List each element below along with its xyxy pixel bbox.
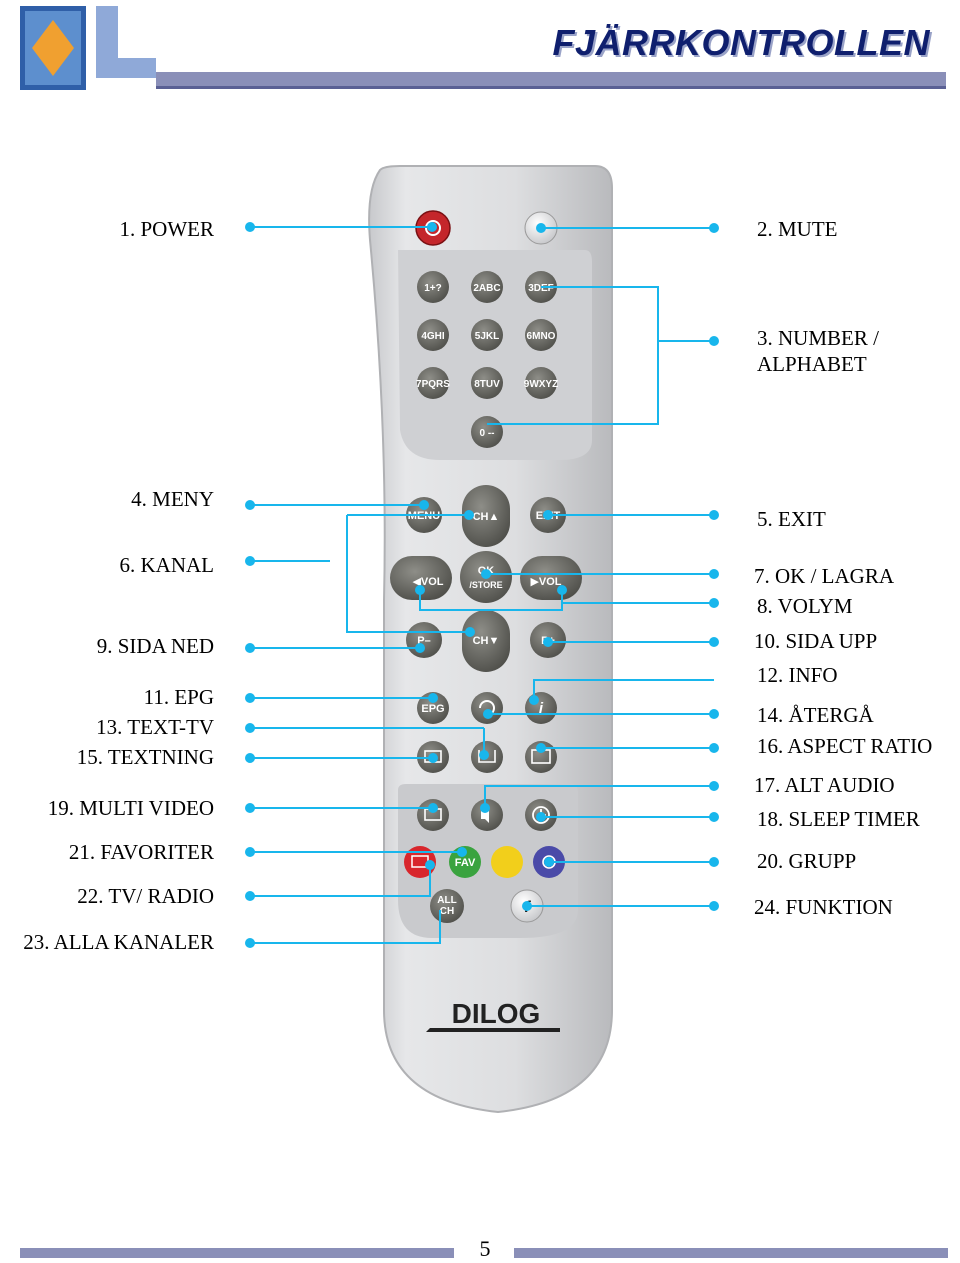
channel-up-button[interactable]: CH▲ — [462, 485, 510, 547]
label-alphabet: ALPHABET — [757, 352, 867, 376]
channel-down-button[interactable]: CH▼ — [462, 610, 510, 672]
svg-text:▶VOL: ▶VOL — [530, 576, 561, 588]
svg-text:EPG: EPG — [421, 703, 444, 715]
svg-text:4GHI: 4GHI — [421, 331, 445, 342]
svg-text:CH▲: CH▲ — [473, 511, 500, 523]
label-atergo: 14. ÅTERGÅ — [757, 703, 874, 727]
title-underline-shadow — [156, 86, 946, 89]
return-button[interactable] — [471, 692, 503, 724]
epg-button[interactable]: EPG — [417, 692, 449, 724]
num-0-button[interactable]: 0 -- — [471, 416, 503, 448]
yellow-button[interactable] — [491, 846, 523, 878]
num-6-button[interactable]: 6MNO — [525, 319, 557, 351]
label-sleep-timer: 18. SLEEP TIMER — [757, 807, 920, 831]
svg-text:CH: CH — [440, 906, 454, 917]
label-funktion: 24. FUNKTION — [754, 895, 893, 919]
svg-text:3DEF: 3DEF — [528, 283, 554, 294]
svg-text:2ABC: 2ABC — [473, 283, 500, 294]
label-power: 1. POWER — [119, 217, 215, 241]
label-meny: 4. MENY — [131, 487, 214, 511]
svg-text:i: i — [539, 700, 544, 717]
label-sida-upp: 10. SIDA UPP — [754, 629, 878, 653]
page-title: FJÄRRKONTROLLEN — [552, 22, 930, 63]
svg-text:7PQRS: 7PQRS — [416, 379, 450, 390]
num-2-button[interactable]: 2ABC — [471, 271, 503, 303]
label-ok-lagra: 7. OK / LAGRA — [754, 564, 894, 588]
label-kanal: 6. KANAL — [119, 553, 215, 577]
footer-bar-left — [20, 1248, 454, 1258]
label-epg: 11. EPG — [143, 685, 214, 709]
label-alt-audio: 17. ALT AUDIO — [754, 773, 895, 797]
num-4-button[interactable]: 4GHI — [417, 319, 449, 351]
label-aspect-ratio: 16. ASPECT RATIO — [757, 734, 933, 758]
label-volym: 8. VOLYM — [757, 594, 853, 618]
svg-text:6MNO: 6MNO — [527, 331, 556, 342]
info-button[interactable]: i — [525, 692, 557, 724]
label-number: 3. NUMBER / — [757, 326, 879, 350]
label-multi-video: 19. MULTI VIDEO — [47, 796, 214, 820]
favorite-button[interactable]: FAV — [449, 846, 481, 878]
label-tv-radio: 22. TV/ RADIO — [77, 884, 214, 908]
label-alla-kanaler: 23. ALLA KANALER — [23, 930, 214, 954]
label-text-tv: 13. TEXT-TV — [96, 715, 214, 739]
num-1-button[interactable]: 1+? — [417, 271, 449, 303]
num-9-button[interactable]: 9WXYZ — [524, 367, 558, 399]
footer-bar-right — [514, 1248, 948, 1258]
label-textning: 15. TEXTNING — [76, 745, 214, 769]
svg-text:8TUV: 8TUV — [474, 379, 500, 390]
svg-text:0 --: 0 -- — [480, 428, 495, 439]
volume-down-button[interactable]: ◀VOL — [390, 556, 452, 600]
label-grupp: 20. GRUPP — [757, 849, 857, 873]
label-mute: 2. MUTE — [757, 217, 838, 241]
svg-text:5JKL: 5JKL — [475, 331, 499, 342]
num-8-button[interactable]: 8TUV — [471, 367, 503, 399]
volume-up-button[interactable]: ▶VOL — [520, 556, 582, 600]
svg-text:/STORE: /STORE — [469, 580, 502, 590]
label-sida-ned: 9. SIDA NED — [96, 634, 214, 658]
svg-text:CH▼: CH▼ — [473, 635, 500, 647]
company-logo — [20, 6, 156, 90]
label-info: 12. INFO — [757, 663, 838, 687]
page-number: 5 — [479, 1236, 491, 1261]
svg-text:9WXYZ: 9WXYZ — [524, 379, 558, 390]
svg-text:ALL: ALL — [437, 895, 456, 906]
svg-text:FAV: FAV — [455, 857, 476, 869]
brand-logo: DILOG — [452, 998, 541, 1029]
title-underline — [156, 72, 946, 86]
label-favoriter: 21. FAVORITER — [68, 840, 214, 864]
num-5-button[interactable]: 5JKL — [471, 319, 503, 351]
label-exit: 5. EXIT — [757, 507, 826, 531]
svg-text:◀VOL: ◀VOL — [412, 576, 443, 588]
svg-text:1+?: 1+? — [424, 283, 442, 294]
num-7-button[interactable]: 7PQRS — [416, 367, 450, 399]
page-down-button[interactable]: P– — [406, 622, 442, 658]
